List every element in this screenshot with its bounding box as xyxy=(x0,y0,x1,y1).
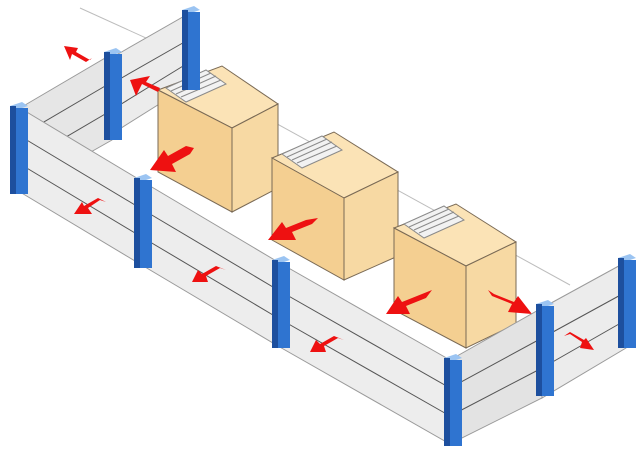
red-arrow-icon xyxy=(64,46,92,62)
red-arrow-icon xyxy=(150,146,194,172)
vertical-post-icon xyxy=(134,174,152,268)
vertical-post-icon xyxy=(272,256,290,348)
wall-arrows xyxy=(64,46,594,352)
box-3 xyxy=(392,203,518,349)
posts xyxy=(10,6,636,446)
vent-grille-icon xyxy=(280,135,344,169)
vertical-post-icon xyxy=(536,300,554,396)
vertical-post-icon xyxy=(104,48,122,140)
vertical-post-icon xyxy=(10,102,28,194)
red-arrow-icon xyxy=(268,218,318,240)
red-arrow-icon xyxy=(386,290,432,314)
red-arrow-icon xyxy=(192,266,226,282)
box-2 xyxy=(270,131,400,281)
vent-grille-icon xyxy=(402,205,466,239)
red-arrow-icon xyxy=(488,290,532,314)
red-arrow-icon xyxy=(130,76,160,96)
vertical-post-icon xyxy=(182,6,200,90)
red-arrow-icon xyxy=(74,198,106,214)
vertical-post-icon xyxy=(444,354,462,446)
red-arrow-icon xyxy=(564,332,594,350)
box-arrows xyxy=(130,76,532,314)
vertical-post-icon xyxy=(618,254,636,348)
red-arrow-icon xyxy=(310,336,344,352)
